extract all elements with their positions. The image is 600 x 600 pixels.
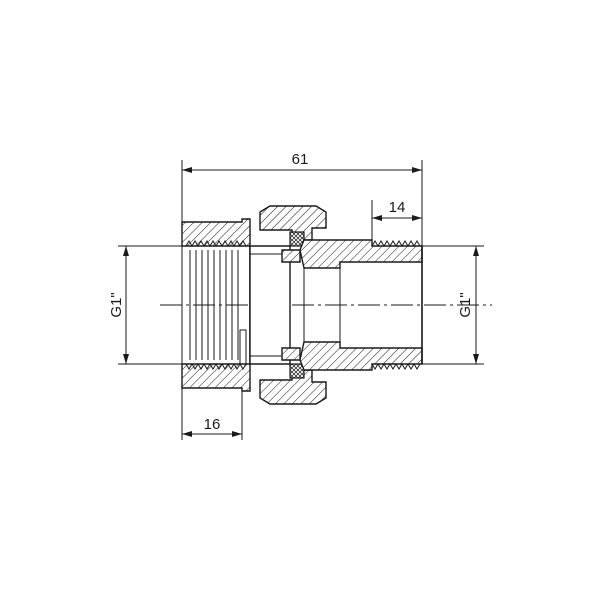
dim-left-thread-label: 16: [204, 416, 221, 433]
seal-ring-bottom: [289, 363, 305, 379]
dim-overall-label: 61: [292, 151, 309, 168]
right-bore: [303, 246, 423, 364]
dim-right-thread: [371, 200, 422, 240]
right-tail-top: [299, 239, 423, 269]
dim-right-diameter-label: G1": [457, 292, 474, 317]
right-tail-bottom: [299, 341, 423, 371]
left-body-top: [181, 218, 251, 247]
union-nut-top: [259, 205, 327, 247]
dim-right-thread-label: 14: [389, 199, 406, 216]
inner-sleeve: [249, 245, 301, 365]
dim-left-thread: [181, 388, 243, 440]
dim-overall: [181, 160, 423, 246]
dim-left-diameter-label: G1": [108, 292, 125, 317]
left-body-bottom: [181, 363, 251, 392]
dim-left-diameter: [118, 245, 186, 365]
dim-right-diameter: [422, 245, 484, 365]
union-nut-bottom: [259, 363, 327, 405]
seal-ring-top: [289, 231, 305, 247]
